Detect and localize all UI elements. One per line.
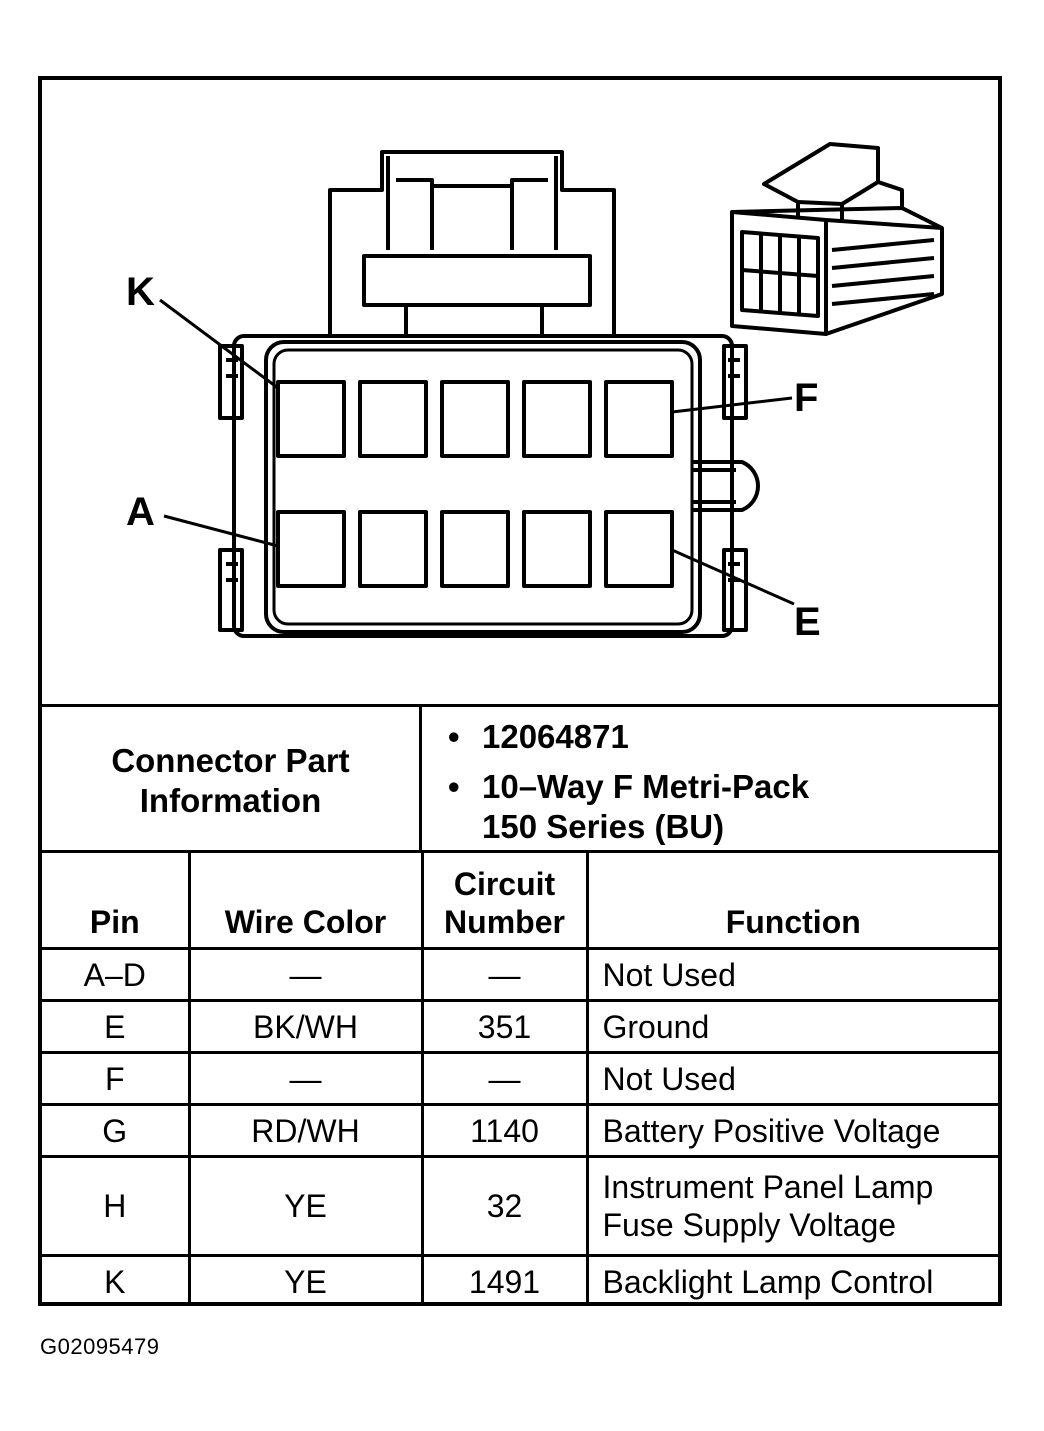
figure-id: G02095479 [40,1334,160,1359]
header-pin: Pin [42,850,191,950]
function-cell: Not Used [585,947,998,1002]
circuit-cell: 351 [420,999,589,1054]
table-row: K YE 1491 Backlight Lamp Control [42,1254,998,1306]
leader-e [671,548,795,606]
connector-type: 10–Way F Metri-Pack 150 Series (BU) [482,768,810,845]
cavity-h [440,380,510,458]
function-cell: Backlight Lamp Control [585,1254,998,1306]
bullet-icon: • [448,718,460,755]
connector-part-info-list: • 12064871 • 10–Way F Metri-Pack 150 Ser… [448,717,982,847]
table-row: H YE 32 Instrument Panel Lamp Fuse Suppl… [42,1155,998,1257]
pin-cell: F [42,1051,191,1106]
cavity-f [604,380,674,458]
pin-label-e: E [794,600,821,644]
cavity-c [440,510,510,588]
circuit-cell: 32 [420,1155,589,1257]
pin-cell: A–D [42,947,191,1002]
table-row: F — — Not Used [42,1051,998,1106]
function-cell: Ground [585,999,998,1054]
pin-label-f: F [794,376,819,420]
function-cell: Not Used [585,1051,998,1106]
pin-cell: H [42,1155,191,1257]
circuit-cell: 1140 [420,1103,589,1158]
cavity-d [522,510,592,588]
part-number-item: • 12064871 [448,717,982,757]
header-wire-color: Wire Color [187,850,424,950]
table-row: G RD/WH 1140 Battery Positive Voltage [42,1103,998,1158]
connector-isometric-view [730,142,944,336]
pin-cell: G [42,1103,191,1158]
connector-body [218,334,760,638]
cavity-j [358,380,428,458]
pin-label-a: A [126,490,155,534]
wire-color-cell: BK/WH [187,999,424,1054]
cavity-e [604,510,674,588]
connector-part-info-label: Connector Part Information [42,707,422,850]
wire-color-cell: YE [187,1155,424,1257]
leader-f [671,396,793,414]
connector-part-info-label-text: Connector Part Information [111,741,350,819]
diagram-frame: K A F E Connector Part Information • 120… [38,76,1002,1306]
connector-drawing: K A F E [42,80,998,704]
pin-cell: K [42,1254,191,1306]
pin-label-k: K [126,270,155,314]
connector-type-item: • 10–Way F Metri-Pack 150 Series (BU) [448,767,982,847]
circuit-cell: — [420,1051,589,1106]
header-function: Function [585,850,998,950]
connector-face-view [159,142,944,638]
connector-latch [328,150,616,338]
table-row: E BK/WH 351 Ground [42,999,998,1054]
cavity-a [276,510,346,588]
wire-color-cell: RD/WH [187,1103,424,1158]
pin-assignment-table: Pin Wire Color Circuit Number Function A… [42,850,998,1306]
wire-color-cell: — [187,947,424,1002]
leader-lines [159,298,795,606]
cavity-g [522,380,592,458]
table-header-row: Pin Wire Color Circuit Number Function [42,850,998,950]
cavity-b [358,510,428,588]
leader-a [163,514,279,548]
function-cell: Instrument Panel Lamp Fuse Supply Voltag… [585,1155,998,1257]
circuit-cell: 1491 [420,1254,589,1306]
wire-color-cell: — [187,1051,424,1106]
bullet-icon: • [448,768,460,805]
cavity-k [276,380,346,458]
leader-k [159,298,279,390]
function-cell: Battery Positive Voltage [585,1103,998,1158]
pin-cell: E [42,999,191,1054]
circuit-cell: — [420,947,589,1002]
part-number: 12064871 [482,718,629,755]
pin-cavities [276,380,674,588]
wire-color-cell: YE [187,1254,424,1306]
table-row: A–D — — Not Used [42,947,998,1002]
header-circuit-number: Circuit Number [420,850,589,950]
connector-part-info: Connector Part Information • 12064871 • … [42,704,998,850]
